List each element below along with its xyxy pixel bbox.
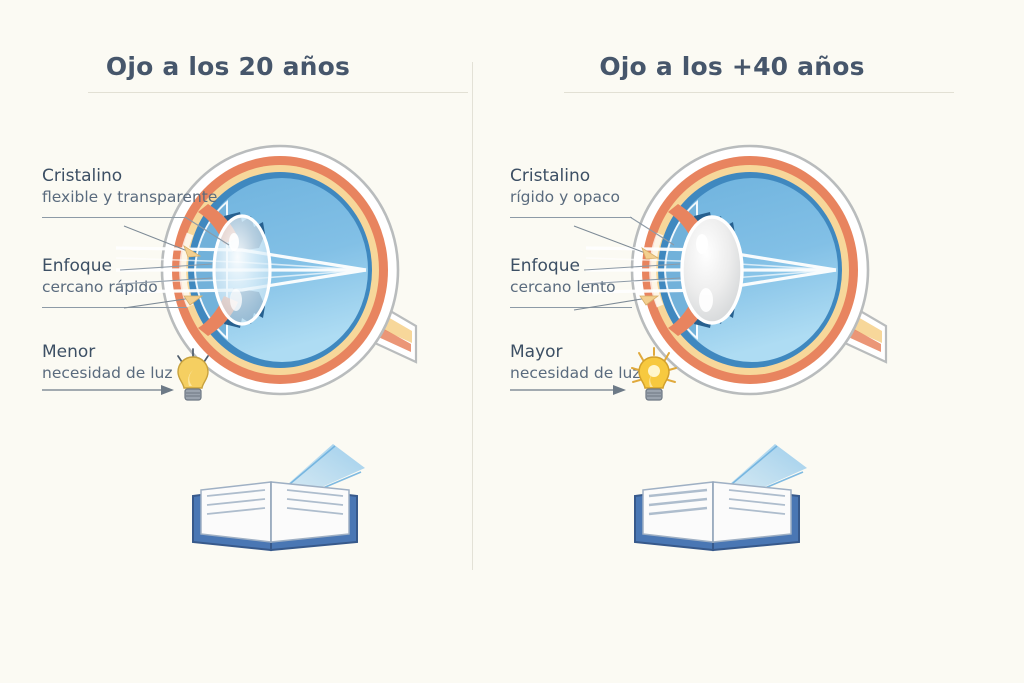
callout-line1: Menor: [42, 342, 96, 362]
panel-eye-20: Ojo a los 20 años: [0, 0, 472, 683]
callout-rule: [510, 217, 632, 218]
callout-cristalino-40: Cristalino rígido y opaco: [510, 166, 620, 207]
callout-luz-20: Menor necesidad de luz: [42, 342, 172, 383]
callout-line2: cercano lento: [510, 277, 616, 296]
callout-line2: necesidad de luz: [42, 363, 173, 382]
callout-rule: [510, 307, 632, 308]
bulb-rays: [177, 348, 209, 363]
callout-line1: Cristalino: [510, 166, 591, 186]
open-book-icon-40: [627, 438, 807, 563]
eye-diagram-20: [115, 130, 450, 410]
callout-line1: Enfoque: [510, 256, 580, 276]
lightbulb-icon-40: [630, 347, 678, 406]
lens-clear: [212, 214, 272, 326]
callout-line2: rígido y opaco: [510, 187, 620, 206]
panel-divider: [472, 62, 473, 570]
callout-cristalino-20: Cristalino flexible y transparente: [42, 166, 217, 207]
callout-line1: Enfoque: [42, 256, 112, 276]
open-book-icon-20: [185, 438, 365, 563]
book: [634, 481, 800, 552]
panel-eye-40: Ojo a los +40 años: [472, 0, 1024, 683]
bulb-base: [645, 388, 663, 401]
callout-rule: [42, 217, 187, 218]
callout-enfoque-20: Enfoque cercano rápido: [42, 256, 158, 297]
callout-line2: necesidad de luz: [510, 363, 641, 382]
book: [192, 481, 358, 552]
panel-title-20: Ojo a los 20 años: [105, 52, 351, 81]
callout-line2: flexible y transparente: [42, 187, 218, 206]
callout-luz-40: Mayor necesidad de luz: [510, 342, 640, 383]
callout-line1: Cristalino: [42, 166, 123, 186]
bulb-rays: [631, 347, 677, 383]
bulb-base: [184, 388, 202, 401]
panel-title-40: Ojo a los +40 años: [599, 52, 865, 81]
bulb-glass: [177, 356, 209, 389]
bulb-filament: [648, 365, 660, 377]
bulb-filament: [188, 370, 193, 386]
callout-line1: Mayor: [510, 342, 563, 362]
callout-enfoque-40: Enfoque cercano lento: [510, 256, 616, 297]
lightbulb-icon-20: [170, 348, 216, 406]
callout-rule: [42, 307, 187, 308]
lens-opaque: [680, 215, 744, 325]
title-underline: [564, 92, 954, 93]
callout-line2: cercano rápido: [42, 277, 158, 296]
eye-diagram-40: [585, 130, 920, 410]
title-underline: [88, 92, 468, 93]
